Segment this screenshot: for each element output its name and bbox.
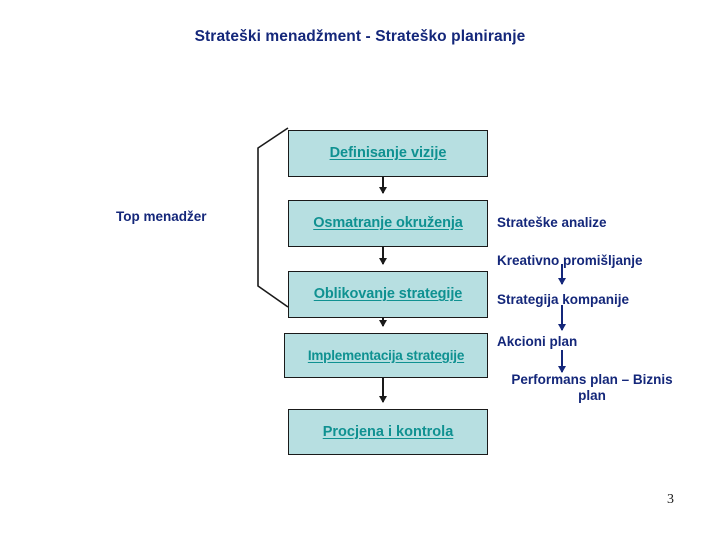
flow-arrow-3-down-icon — [379, 318, 387, 327]
flow-box-procjena-i-kontrola[interactable]: Procjena i kontrola — [288, 409, 488, 455]
output-arrow-2-down-icon — [558, 305, 565, 331]
flow-arrow-4-down-icon — [379, 378, 387, 403]
flow-box-label: Osmatranje okruženja — [313, 215, 463, 232]
output-arrow-1-down-icon — [558, 264, 565, 285]
flow-box-label: Oblikovanje strategije — [313, 286, 463, 303]
output-label-strategija-kompanije: Strategija kompanije — [497, 292, 630, 307]
flow-box-oblikovanje-strategije[interactable]: Oblikovanje strategije — [288, 271, 488, 318]
bracket-path — [257, 127, 289, 308]
flow-box-label: Procjena i kontrola — [322, 423, 454, 440]
output-label-strateske-analize: Strateške analize — [497, 215, 607, 230]
flow-box-label: Definisanje vizije — [329, 145, 447, 162]
label-top-menadzer: Top menadžer — [116, 209, 207, 224]
flow-box-label: Implementacija strategije — [307, 347, 465, 363]
flow-box-definisanje-vizije[interactable]: Definisanje vizije — [288, 130, 488, 177]
output-label-akcioni-plan: Akcioni plan — [497, 334, 578, 349]
output-label-performans-plan: Performans plan – Biznis plan — [511, 372, 673, 403]
output-label-kreativno-promisljanje: Kreativno promišljanje — [497, 253, 643, 268]
output-arrow-3-down-icon — [558, 350, 565, 373]
flow-box-osmatranje-okruzenja[interactable]: Osmatranje okruženja — [288, 200, 488, 247]
page-number: 3 — [667, 492, 674, 507]
flow-arrow-1-down-icon — [379, 177, 387, 194]
flow-box-implementacija-strategije[interactable]: Implementacija strategije — [284, 333, 488, 378]
page-title: Strateški menadžment - Strateško planira… — [194, 28, 526, 45]
flow-arrow-2-down-icon — [379, 247, 387, 265]
